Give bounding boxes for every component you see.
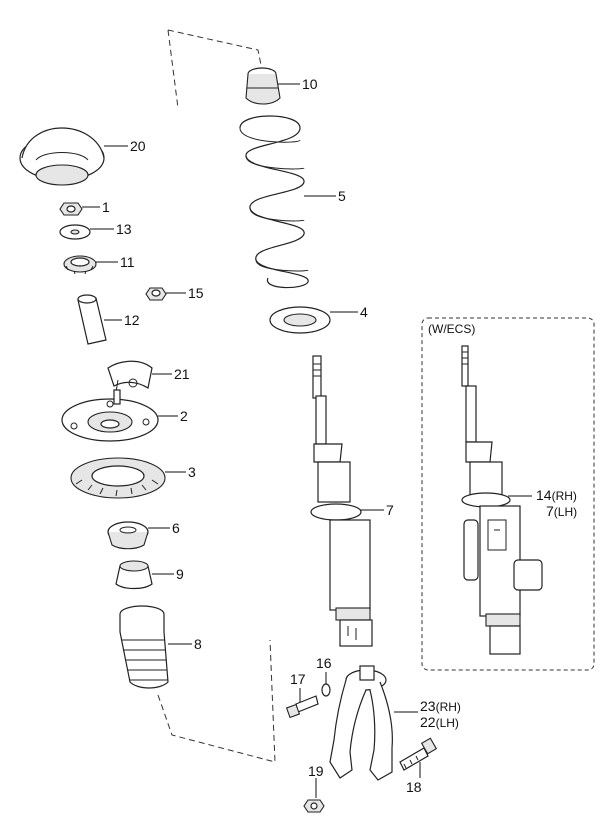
part-12-bushing [77, 294, 107, 345]
assembly-guide-bottom [157, 639, 276, 763]
part-23-22-fork [329, 665, 393, 781]
label-part-16: 16 [316, 655, 332, 671]
label-part-19: 19 [308, 763, 324, 779]
part-13-washer [59, 224, 91, 240]
label-part-7-ecs-number: 7 [546, 503, 554, 519]
label-part-10: 10 [302, 76, 318, 92]
leader-lines [82, 83, 532, 798]
label-part-7: 7 [386, 502, 394, 518]
ecs-inset-title: (W/ECS) [428, 322, 475, 336]
part-7-strut [310, 355, 373, 647]
ecs-inset: (W/ECS) [421, 317, 595, 671]
label-part-22-side: (LH) [436, 716, 459, 730]
part-6-insulator [107, 521, 149, 550]
label-part-1: 1 [102, 199, 110, 215]
part-9-bump-stopper [115, 560, 153, 590]
ecs-inset-frame [421, 317, 595, 671]
label-part-4: 4 [360, 304, 368, 320]
label-part-12: 12 [124, 312, 140, 328]
label-part-20: 20 [130, 138, 146, 154]
part-2-mounting-plate [61, 389, 159, 442]
part-19-nut [303, 799, 325, 813]
label-part-7-ecs-side: (LH) [554, 505, 577, 519]
label-part-21: 21 [174, 366, 190, 382]
label-part-2: 2 [180, 408, 188, 424]
part-1-nut [59, 202, 83, 216]
part-18-bolt [399, 737, 438, 771]
label-part-23-side: (RH) [436, 700, 461, 714]
part-8-dust-boot [119, 605, 169, 689]
label-part-15: 15 [188, 285, 204, 301]
label-part-23: 23(RH) [420, 698, 461, 714]
assembly-guide-top [167, 29, 263, 109]
label-part-14-number: 14 [536, 487, 552, 503]
part-21-bracket [107, 360, 153, 393]
label-part-3: 3 [188, 464, 196, 480]
label-part-18: 18 [406, 779, 422, 795]
part-15-nut [145, 287, 167, 301]
label-part-8: 8 [194, 636, 202, 652]
label-part-5: 5 [338, 188, 346, 204]
label-part-22-number: 22 [420, 714, 436, 730]
label-part-17: 17 [290, 671, 306, 687]
part-3-bearing [70, 457, 166, 499]
part-10-bump-rubber [245, 67, 281, 105]
label-part-14: 14(RH) [536, 487, 577, 503]
label-part-14-side: (RH) [552, 489, 577, 503]
part-11-toothed-washer [63, 255, 97, 275]
label-part-13: 13 [116, 221, 132, 237]
part-5-coil-spring [239, 115, 309, 289]
part-20-cap [19, 127, 105, 186]
label-part-23-number: 23 [420, 698, 436, 714]
ecs-strut [461, 345, 543, 655]
label-part-7-ecs: 7(LH) [546, 503, 577, 519]
label-part-6: 6 [172, 520, 180, 536]
label-part-22: 22(LH) [420, 714, 459, 730]
label-part-11: 11 [120, 254, 135, 270]
part-16-washer [321, 683, 331, 697]
label-part-9: 9 [176, 566, 184, 582]
part-4-spring-seat [269, 306, 331, 334]
part-17-bolt [285, 695, 319, 719]
